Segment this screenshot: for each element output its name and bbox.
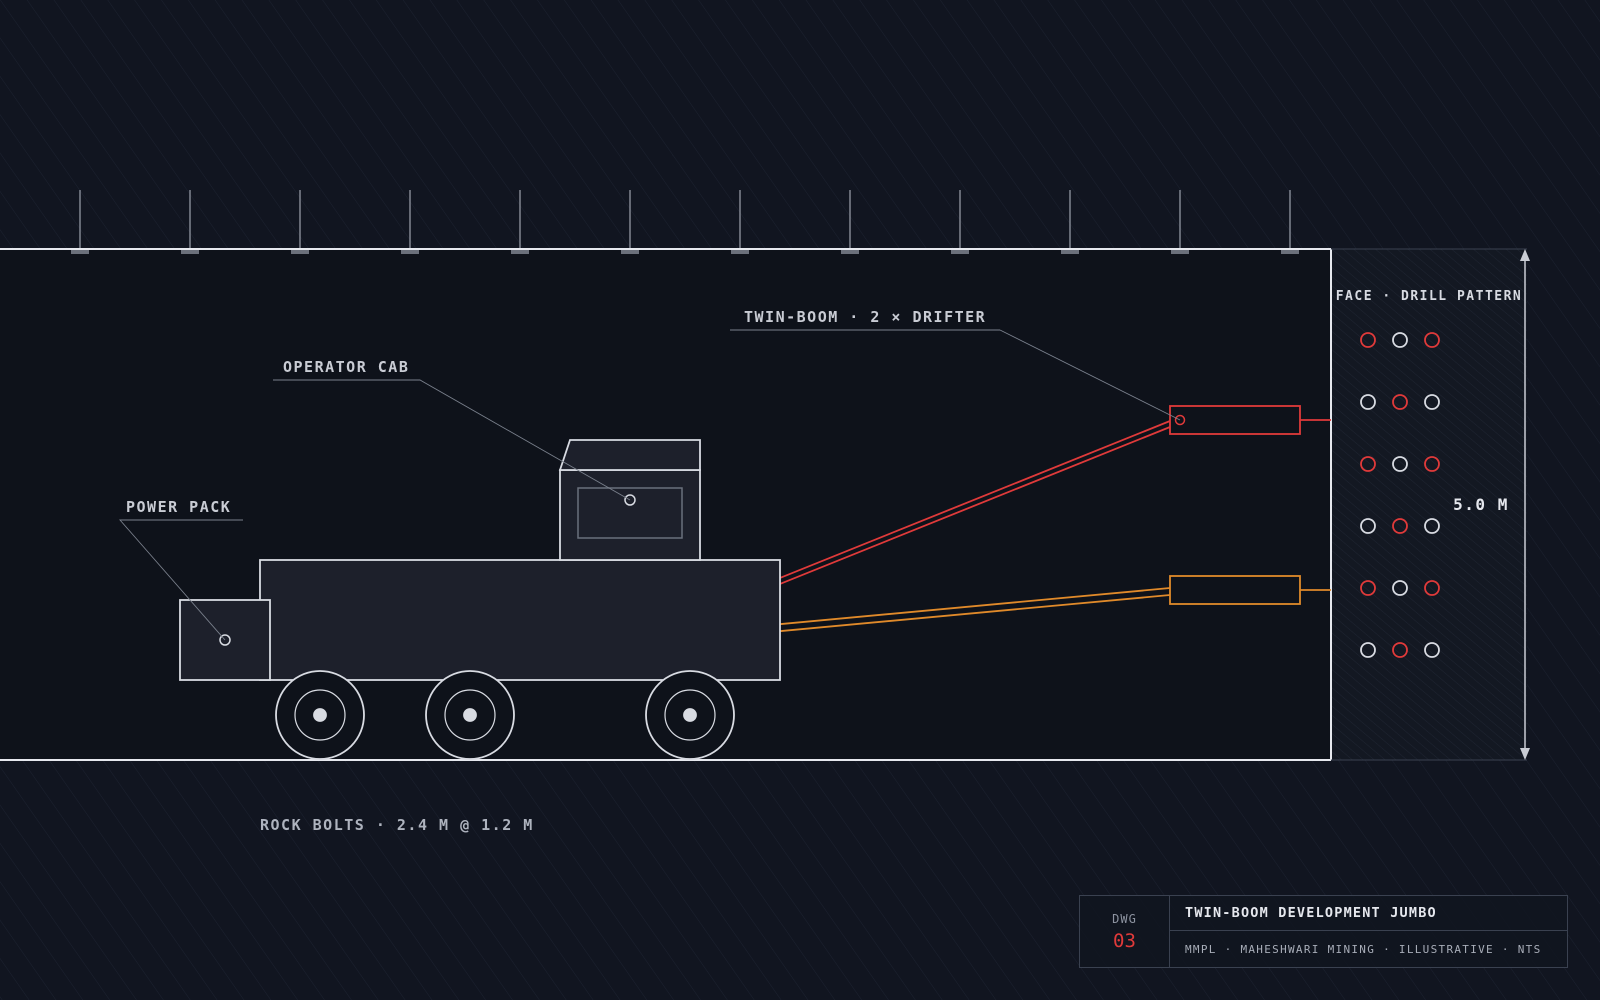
operator-cab-label: OPERATOR CAB (283, 358, 409, 376)
drill-hole-white (1424, 394, 1440, 410)
drill-hole-white (1424, 518, 1440, 534)
drill-hole-red (1360, 332, 1376, 348)
drill-hole-white (1392, 580, 1408, 596)
drill-hole-red (1424, 456, 1440, 472)
cab-callout-dot (624, 494, 636, 506)
drill-hole-red (1360, 456, 1376, 472)
dwg-label: DWG (1112, 911, 1137, 926)
drawing-number-cell: DWG 03 (1080, 896, 1170, 967)
drill-hole-white (1424, 642, 1440, 658)
twin-boom-leader-diag (999, 329, 1181, 421)
drill-hole-red (1392, 518, 1408, 534)
callout-leaders (119, 329, 1181, 641)
power-pack-callout-dot (219, 634, 231, 646)
rock-bolt (511, 190, 529, 254)
drill-hole-red (1424, 580, 1440, 596)
upper-boom (759, 405, 1331, 593)
height-label: 5.0 M (1453, 495, 1509, 514)
drill-hole-white (1392, 332, 1408, 348)
drawing-title: TWIN-BOOM DEVELOPMENT JUMBO (1170, 896, 1567, 931)
rock-bolt (181, 190, 199, 254)
rock-bolt (71, 190, 89, 254)
wheel (425, 670, 515, 760)
title-cell: TWIN-BOOM DEVELOPMENT JUMBO MMPL · MAHES… (1170, 896, 1567, 967)
rock-bolts (71, 190, 1299, 254)
drill-hole-white (1360, 642, 1376, 658)
power-pack-leader (119, 519, 243, 641)
cab-window (577, 487, 683, 539)
power-pack-label: POWER PACK (126, 498, 231, 516)
rock-bolt (291, 190, 309, 254)
rock-bolts-label: ROCK BOLTS · 2.4 M @ 1.2 M (260, 816, 534, 834)
drill-hole-red (1392, 642, 1408, 658)
drill-hole-white (1392, 456, 1408, 472)
drill-hole-white (1360, 518, 1376, 534)
drill-hole-red (1392, 394, 1408, 410)
rock-bolt (1061, 190, 1079, 254)
rock-bolt (731, 190, 749, 254)
dwg-number: 03 (1113, 929, 1136, 952)
rock-bolt (1171, 190, 1189, 254)
drill-hole-white (1360, 394, 1376, 410)
operator-cab (559, 469, 701, 561)
jumbo-machine (179, 439, 781, 681)
rock-bolt (1281, 190, 1299, 254)
chassis (259, 559, 781, 681)
wheel (645, 670, 735, 760)
wheel (275, 670, 365, 760)
rock-bolt (401, 190, 419, 254)
twin-boom-label: TWIN-BOOM · 2 × DRIFTER (744, 308, 986, 326)
drifter-callout-dot (1174, 414, 1186, 426)
drill-hole-red (1360, 580, 1376, 596)
operator-cab-leader (273, 379, 631, 501)
rock-bolt (621, 190, 639, 254)
drill-pattern (1360, 332, 1440, 658)
drawing-subtitle: MMPL · MAHESHWARI MINING · ILLUSTRATIVE … (1185, 942, 1542, 956)
cab-roof (558, 439, 701, 471)
drill-hole-red (1424, 332, 1440, 348)
wheels (275, 670, 735, 760)
face-title: FACE · DRILL PATTERN (1336, 289, 1523, 304)
rock-bolt (951, 190, 969, 254)
height-dimension (1520, 249, 1530, 760)
lower-boom (759, 575, 1331, 634)
title-block: DWG 03 TWIN-BOOM DEVELOPMENT JUMBO MMPL … (1079, 895, 1568, 968)
rock-bolt (841, 190, 859, 254)
